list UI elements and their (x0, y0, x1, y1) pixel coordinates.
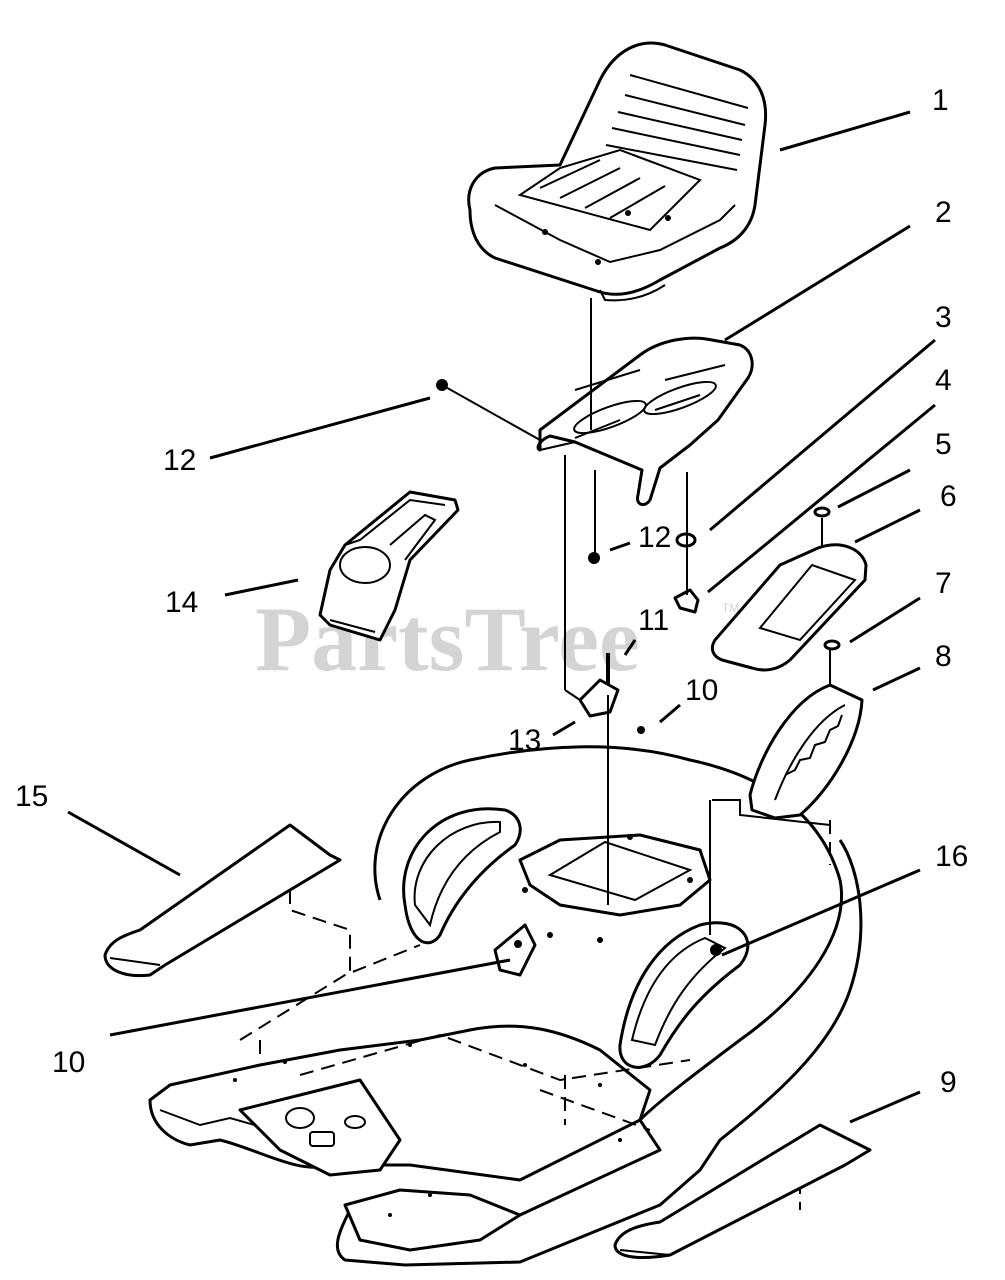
callout-1: 1 (932, 84, 949, 117)
chassis-fender-pan (148, 745, 863, 1267)
callout-5: 5 (935, 428, 952, 461)
callout-13: 13 (508, 724, 541, 757)
callout-8: 8 (935, 640, 952, 673)
assembly-guide-lines (564, 298, 831, 935)
callout-14: 14 (165, 586, 198, 619)
left-footrest (103, 823, 342, 978)
seat-bracket (536, 336, 754, 507)
nut-10-upper (637, 726, 645, 734)
callout-6: 6 (940, 480, 957, 513)
callout-10-lower: 10 (52, 1046, 85, 1079)
fastener-16 (710, 944, 722, 956)
callout-16: 16 (935, 840, 968, 873)
callout-10-upper: 10 (685, 674, 718, 707)
callout-3: 3 (935, 301, 952, 334)
callout-12-lower: 12 (638, 521, 671, 554)
callout-15: 15 (15, 780, 48, 813)
leader-lines (67, 110, 936, 1124)
callout-7: 7 (935, 567, 952, 600)
pin-5 (813, 506, 831, 518)
callout-2: 2 (935, 196, 952, 229)
pin-7 (823, 639, 841, 651)
cover-plate (710, 543, 868, 672)
callout-12-upper: 12 (163, 444, 196, 477)
callout-labels: 1 2 3 4 5 6 7 8 9 10 10 11 12 12 13 14 1… (15, 84, 968, 1099)
seat (467, 41, 768, 302)
watermark-trademark: TM (722, 601, 739, 615)
callout-4: 4 (935, 364, 952, 397)
cup-holder-tray (318, 490, 460, 642)
nut-12-lower (588, 552, 600, 564)
fender-bracket (748, 683, 864, 820)
callout-9: 9 (940, 1066, 957, 1099)
right-footrest (613, 1123, 872, 1260)
callout-11: 11 (638, 604, 669, 637)
watermark-brand: PartsTree (255, 588, 640, 690)
